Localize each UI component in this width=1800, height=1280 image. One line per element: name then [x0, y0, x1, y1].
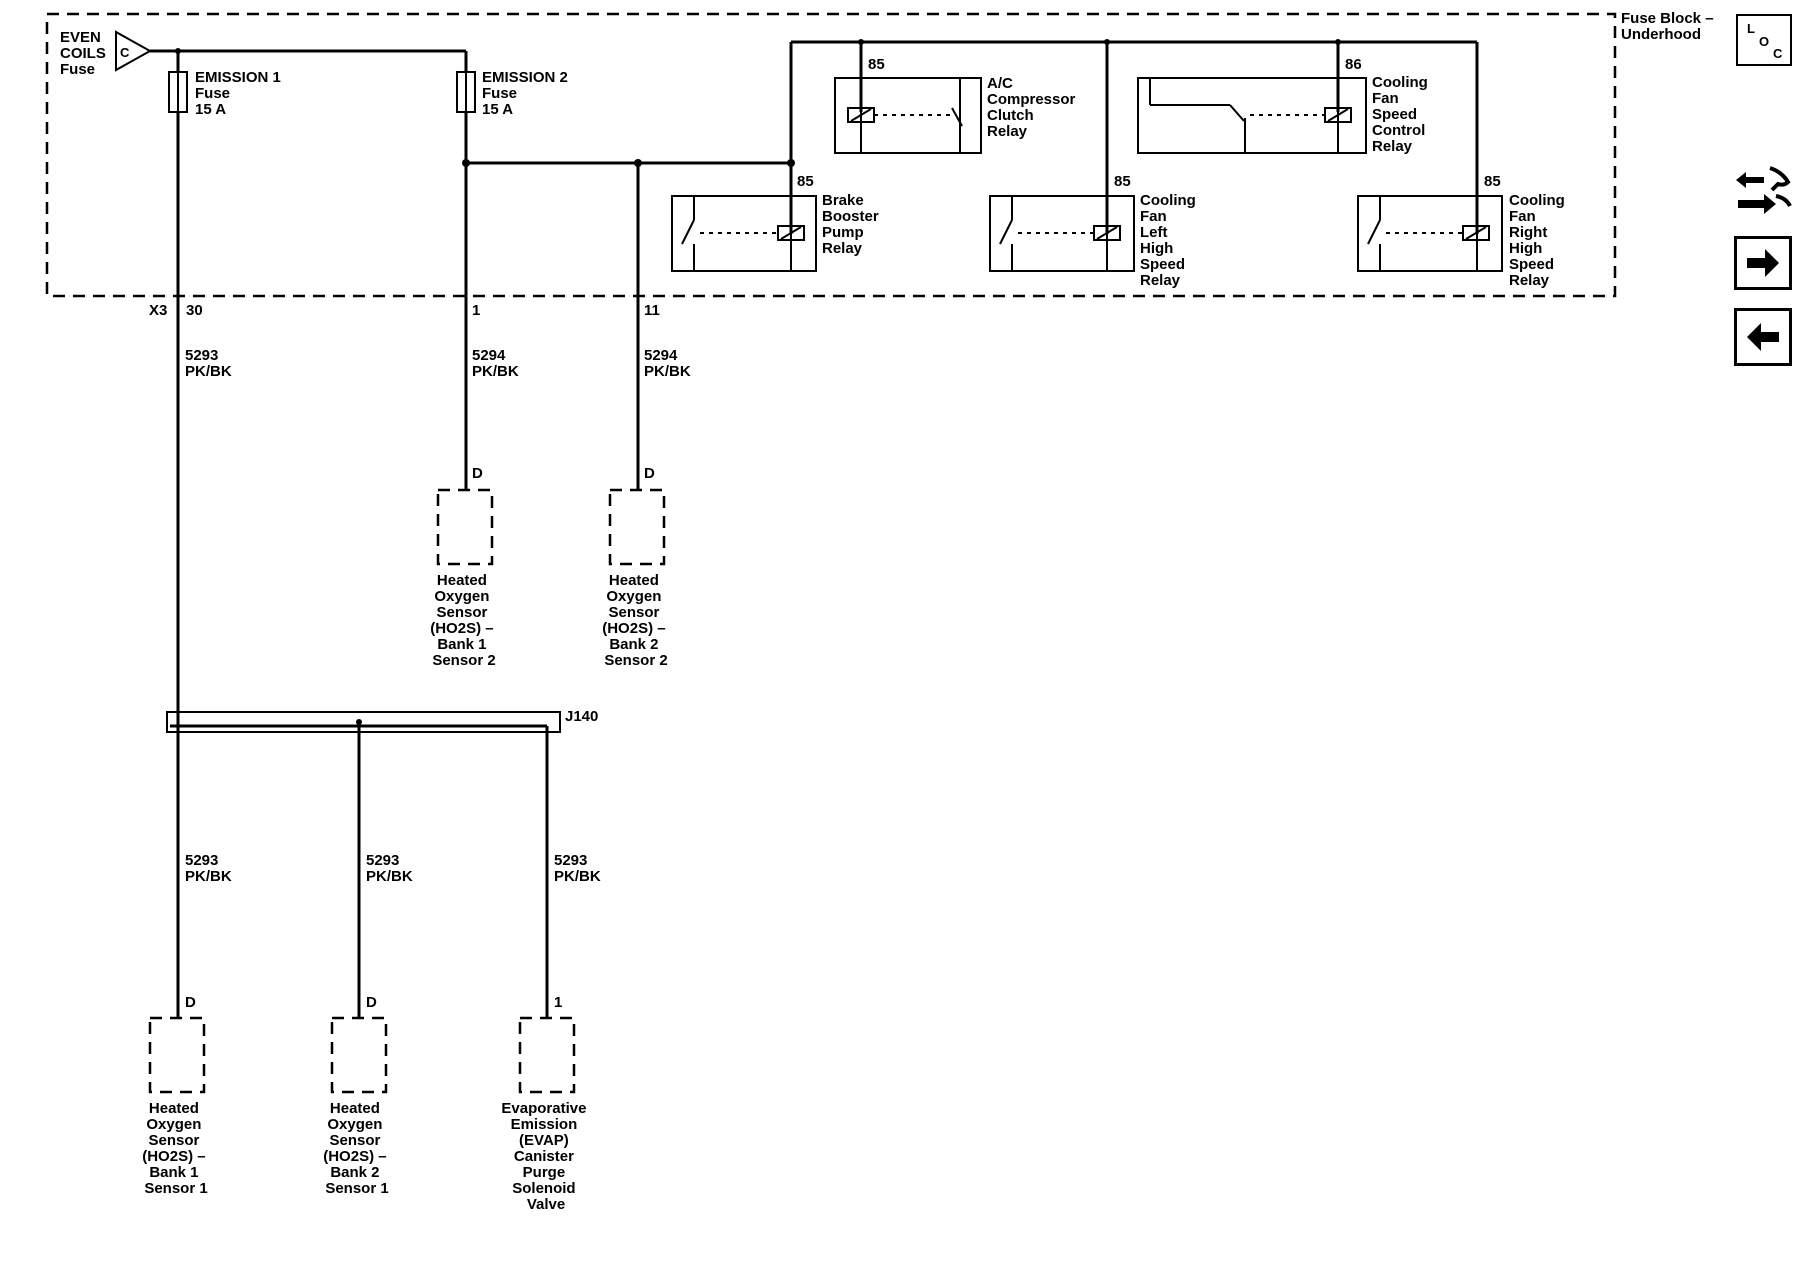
relay-pin: 85: [797, 173, 814, 190]
wire-label: 5293 PK/BK: [554, 852, 601, 885]
relay-pin: 85: [1114, 173, 1131, 190]
splice-label: J140: [565, 708, 598, 725]
relay-ac-label: A/C Compressor Clutch Relay: [987, 75, 1080, 140]
fuse-emission-1-label: EMISSION 1 Fuse 15 A: [195, 69, 285, 118]
sensor-b2s1-connector: [330, 1016, 388, 1094]
sensor-b2s1-label: Heated Oxygen Sensor (HO2S) – Bank 2 Sen…: [323, 1100, 391, 1197]
fuse-block-label: Fuse Block – Underhood: [1621, 10, 1718, 43]
relay-cooling-fan-left-high-speed: [989, 195, 1135, 272]
sensor-b2s2-label: Heated Oxygen Sensor (HO2S) – Bank 2 Sen…: [602, 572, 670, 669]
component-pin: 1: [554, 994, 562, 1011]
loc-letter-c: C: [1773, 46, 1783, 61]
evap-valve-connector: [518, 1016, 576, 1094]
relay-cooling-fan-speed-control-label: Cooling Fan Speed Control Relay: [1372, 74, 1432, 155]
sensor-b1s2-label: Heated Oxygen Sensor (HO2S) – Bank 1 Sen…: [430, 572, 498, 669]
relay-pin: 86: [1345, 56, 1362, 73]
splice-j140: [166, 711, 561, 733]
relay-brake-booster-label: Brake Booster Pump Relay: [822, 192, 883, 257]
evap-valve-label: Evaporative Emission (EVAP) Canister Pur…: [501, 1100, 590, 1213]
loc-letter-l: L: [1747, 21, 1755, 36]
relay-cooling-fan-left-label: Cooling Fan Left High Speed Relay: [1140, 192, 1200, 289]
source-pin: C: [120, 45, 130, 60]
wire-label: 5294 PK/BK: [644, 347, 691, 380]
relay-ac-compressor-clutch: [834, 77, 982, 154]
relay-cooling-fan-speed-control: [1137, 77, 1367, 154]
terminal-pin-30: 30: [186, 302, 203, 319]
component-pin: D: [366, 994, 377, 1011]
terminal-pin-1: 1: [472, 302, 480, 319]
sensor-b1s1-connector: [148, 1016, 206, 1094]
terminal-pin-11: 11: [644, 302, 660, 319]
loc-letter-o: O: [1759, 34, 1769, 49]
wire-label: 5294 PK/BK: [472, 347, 519, 380]
previous-page-arrow-icon[interactable]: [1734, 308, 1792, 366]
source-label: EVEN COILS Fuse: [60, 29, 110, 78]
location-icon[interactable]: L O C: [1736, 14, 1792, 66]
connector-view-icon[interactable]: [1732, 160, 1794, 220]
component-pin: D: [644, 465, 655, 482]
component-pin: D: [472, 465, 483, 482]
relay-cooling-fan-right-label: Cooling Fan Right High Speed Relay: [1509, 192, 1569, 289]
source-connector-triangle: [115, 30, 153, 72]
wire-label: 5293 PK/BK: [366, 852, 413, 885]
wire-label: 5293 PK/BK: [185, 347, 232, 380]
next-page-arrow-icon[interactable]: [1734, 236, 1792, 290]
relay-pin: 85: [868, 56, 885, 73]
relay-brake-booster-pump: [671, 195, 817, 272]
fuse-block-boundary: [45, 12, 1617, 298]
terminal-connector-x3: X3: [149, 302, 167, 319]
relay-cooling-fan-right-high-speed: [1357, 195, 1503, 272]
relay-pin: 85: [1484, 173, 1501, 190]
component-pin: D: [185, 994, 196, 1011]
sensor-b1s1-label: Heated Oxygen Sensor (HO2S) – Bank 1 Sen…: [142, 1100, 210, 1197]
wire-label: 5293 PK/BK: [185, 852, 232, 885]
sensor-b2s2-connector: [608, 488, 666, 566]
sensor-b1s2-connector: [436, 488, 494, 566]
fuse-emission-2-label: EMISSION 2 Fuse 15 A: [482, 69, 572, 118]
